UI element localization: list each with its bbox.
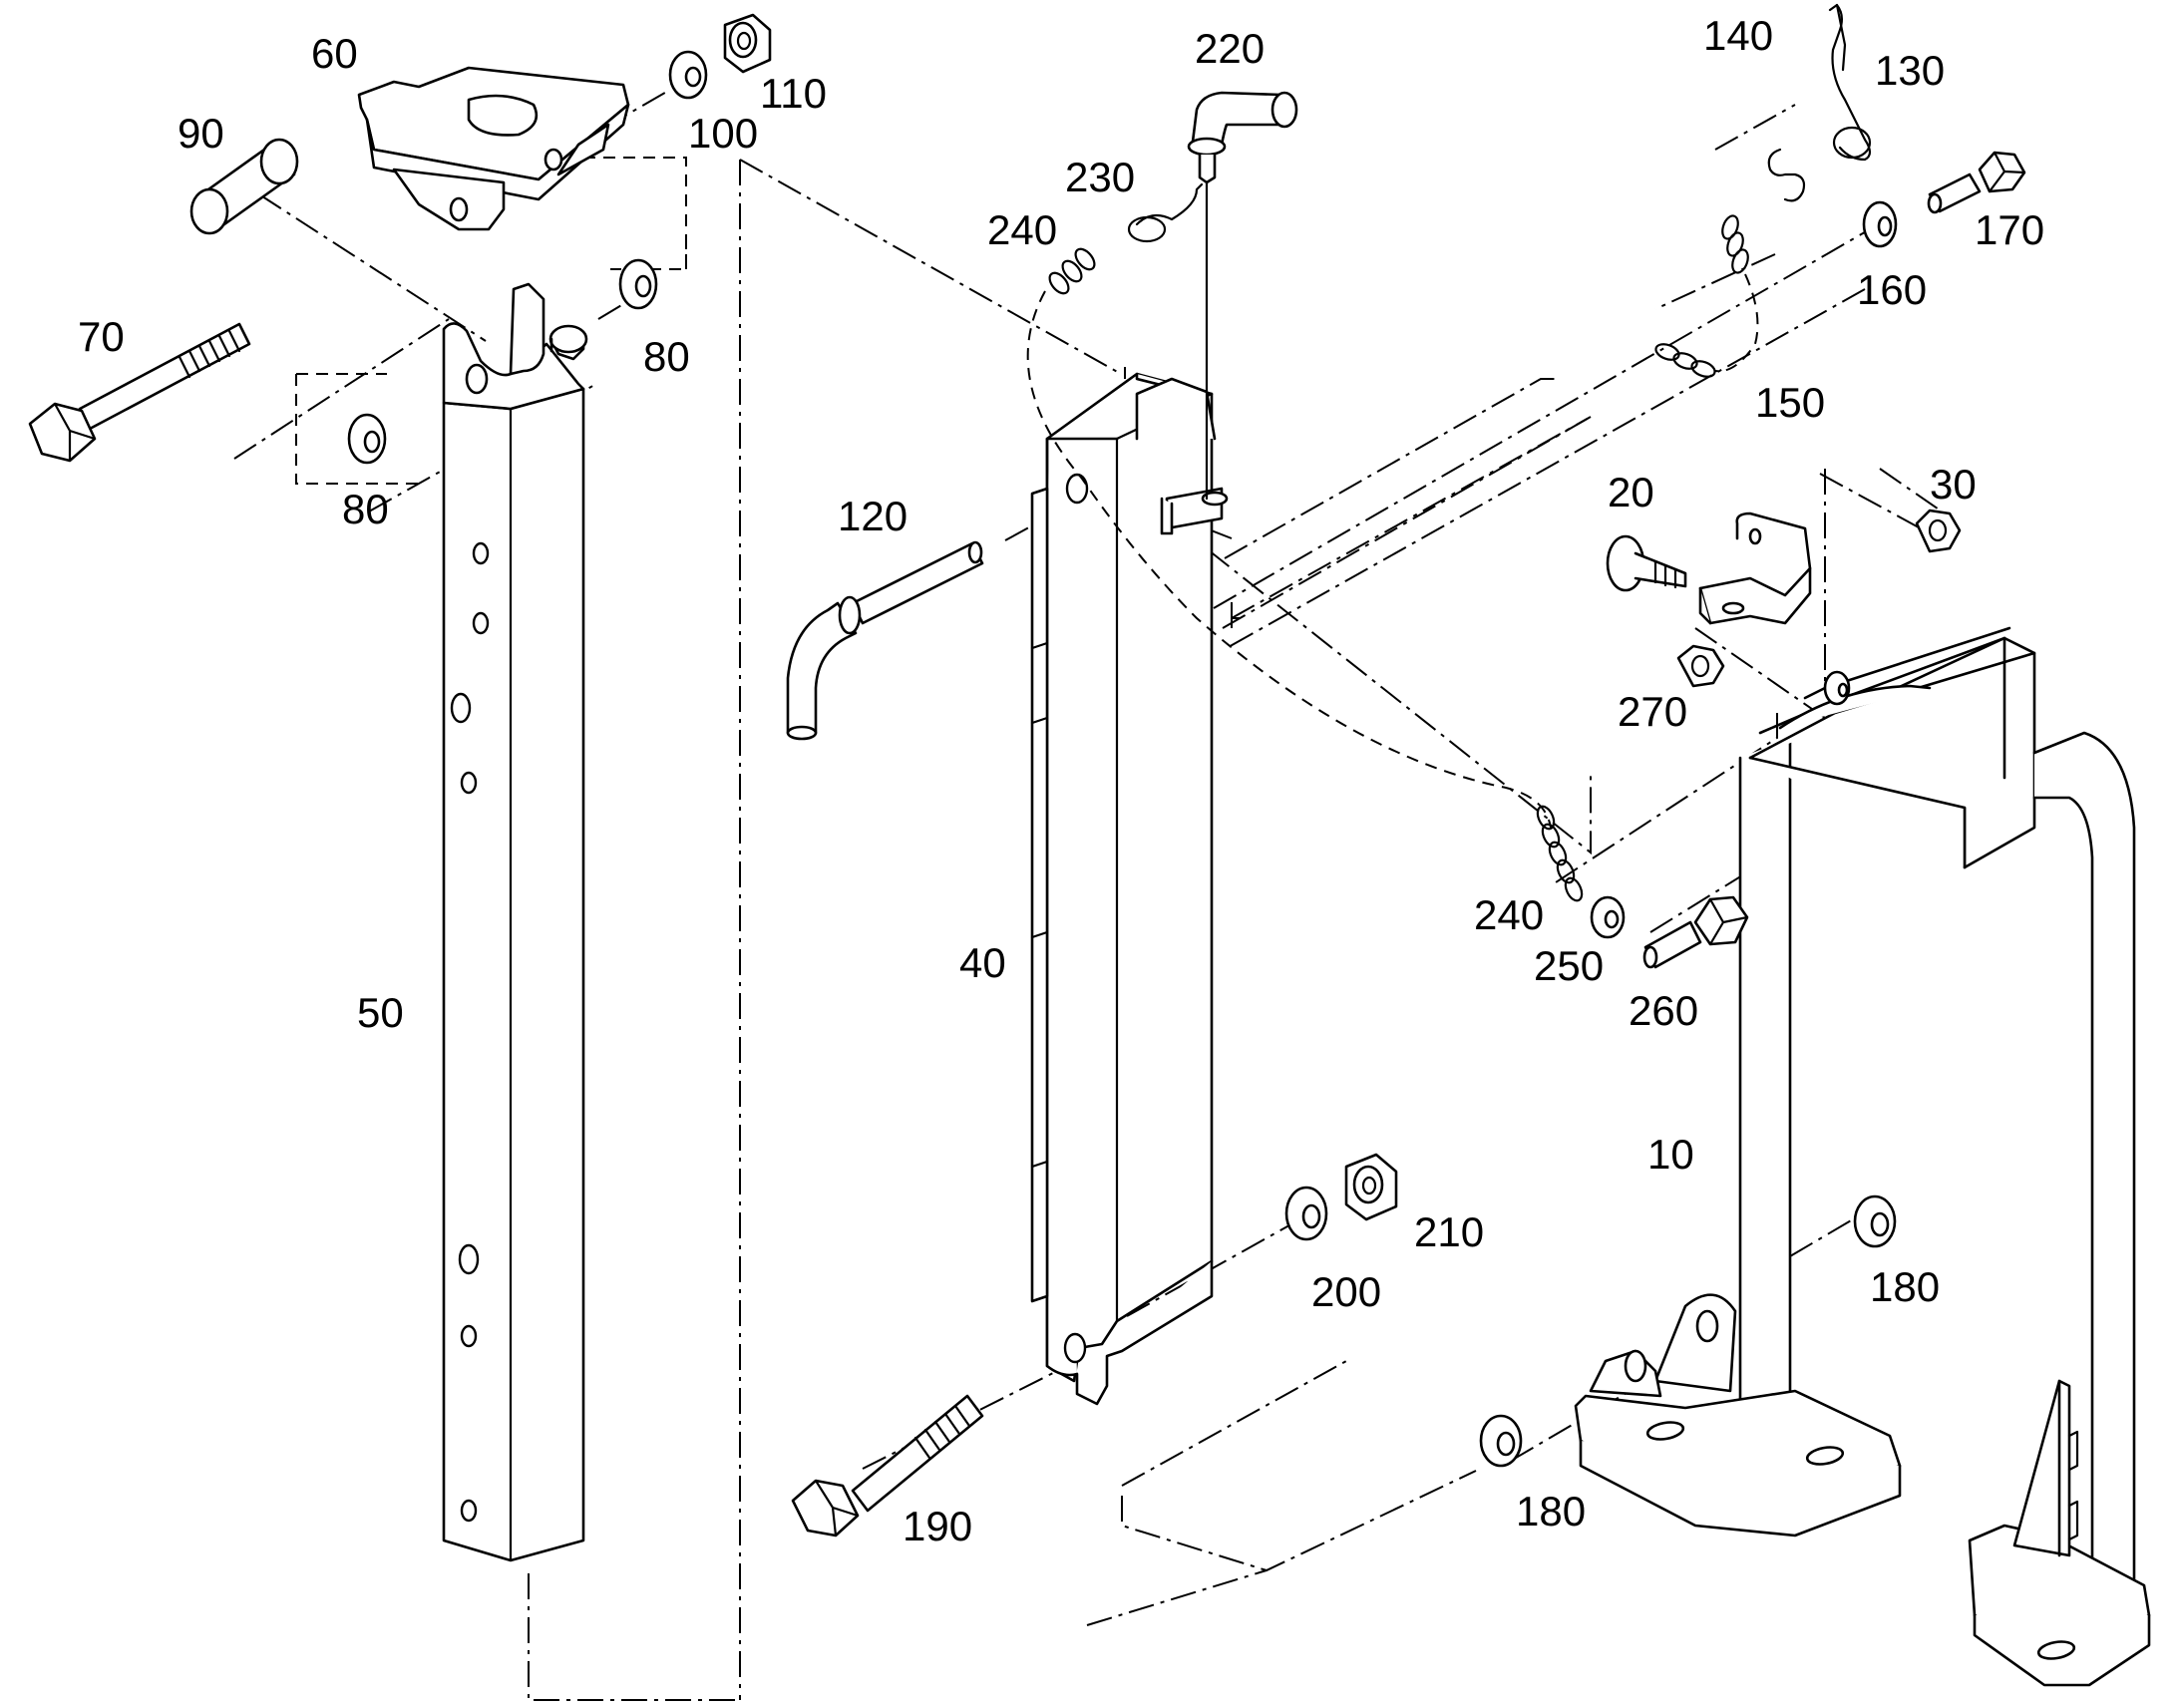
washer-part-80-lower [347,413,387,465]
label-part-60: 60 [311,30,358,77]
chain-part-240-upper [1048,247,1096,295]
sleeve-part-90 [189,138,299,235]
label-part-250: 250 [1534,942,1604,989]
washer-part-180-lower [1479,1414,1523,1468]
label-part-170: 170 [1975,206,2044,253]
label-part-10: 10 [1647,1131,1694,1178]
label-part-50: 50 [357,989,404,1036]
label-part-30: 30 [1930,461,1977,508]
label-part-120: 120 [838,493,908,539]
label-part-260: 260 [1629,987,1698,1034]
r-clip-part-130 [1828,3,1872,162]
label-part-230: 230 [1065,154,1135,200]
spring-pin-knob [548,324,588,361]
label-part-130: 130 [1875,47,1945,94]
label-part-180-upper: 180 [1870,1263,1940,1310]
upper-bracket [1135,377,1229,535]
washer-part-250 [1590,895,1626,939]
label-part-200: 200 [1311,1268,1381,1315]
label-part-90: 90 [178,110,224,157]
label-part-240-upper: 240 [987,206,1057,253]
label-part-210: 210 [1414,1208,1484,1255]
bent-pin-part-120 [786,540,984,741]
label-part-40: 40 [959,939,1006,986]
bracket-part-20 [1606,512,1812,625]
label-part-110: 110 [760,70,827,117]
label-part-140: 140 [1703,12,1773,59]
chain-part-240-lower [1536,805,1584,902]
ring-part-230 [1127,182,1204,243]
nut-part-110 [723,13,772,74]
washer-part-160 [1862,200,1898,248]
label-part-20: 20 [1608,469,1654,515]
label-part-100: 100 [688,110,758,157]
bolt-part-190 [791,1394,984,1537]
frame-part-10 [1574,626,2151,1687]
part-labels: 10 20 30 40 50 60 70 80 80 90 100 110 12… [78,12,2044,1549]
lynch-pin-part-220 [1187,91,1298,501]
washer-part-80-upper [618,258,658,310]
label-part-220: 220 [1195,25,1265,72]
chain-part-150 [1654,214,1759,378]
nut-part-210 [1344,1153,1398,1221]
assembly-lines [233,89,1946,1701]
hinge-plate-part-40 [1030,372,1229,1406]
label-part-190: 190 [903,1503,972,1549]
label-part-160: 160 [1857,266,1927,313]
label-part-80-lower: 80 [342,486,389,532]
bolt-part-260 [1642,895,1749,969]
washer-part-180-upper [1853,1195,1897,1248]
label-part-240-lower: 240 [1474,891,1544,938]
label-part-180-lower: 180 [1516,1488,1586,1535]
label-part-150: 150 [1755,379,1825,426]
label-part-80-upper: 80 [643,333,690,380]
washer-part-100 [668,50,708,100]
nut-part-270 [1676,644,1725,688]
s-hook-part-140 [1767,148,1806,202]
bolt-part-70 [28,322,251,463]
washer-part-200 [1284,1186,1328,1241]
base-plate-left [1574,1293,1902,1537]
top-plate-part-60 [357,66,630,231]
nut-part-30 [1915,509,1962,553]
bolt-part-170 [1927,151,2026,214]
post-part-50 [442,282,588,1562]
base-plate-right [1968,1379,2151,1687]
label-part-270: 270 [1618,688,1687,735]
label-part-70: 70 [78,313,125,360]
